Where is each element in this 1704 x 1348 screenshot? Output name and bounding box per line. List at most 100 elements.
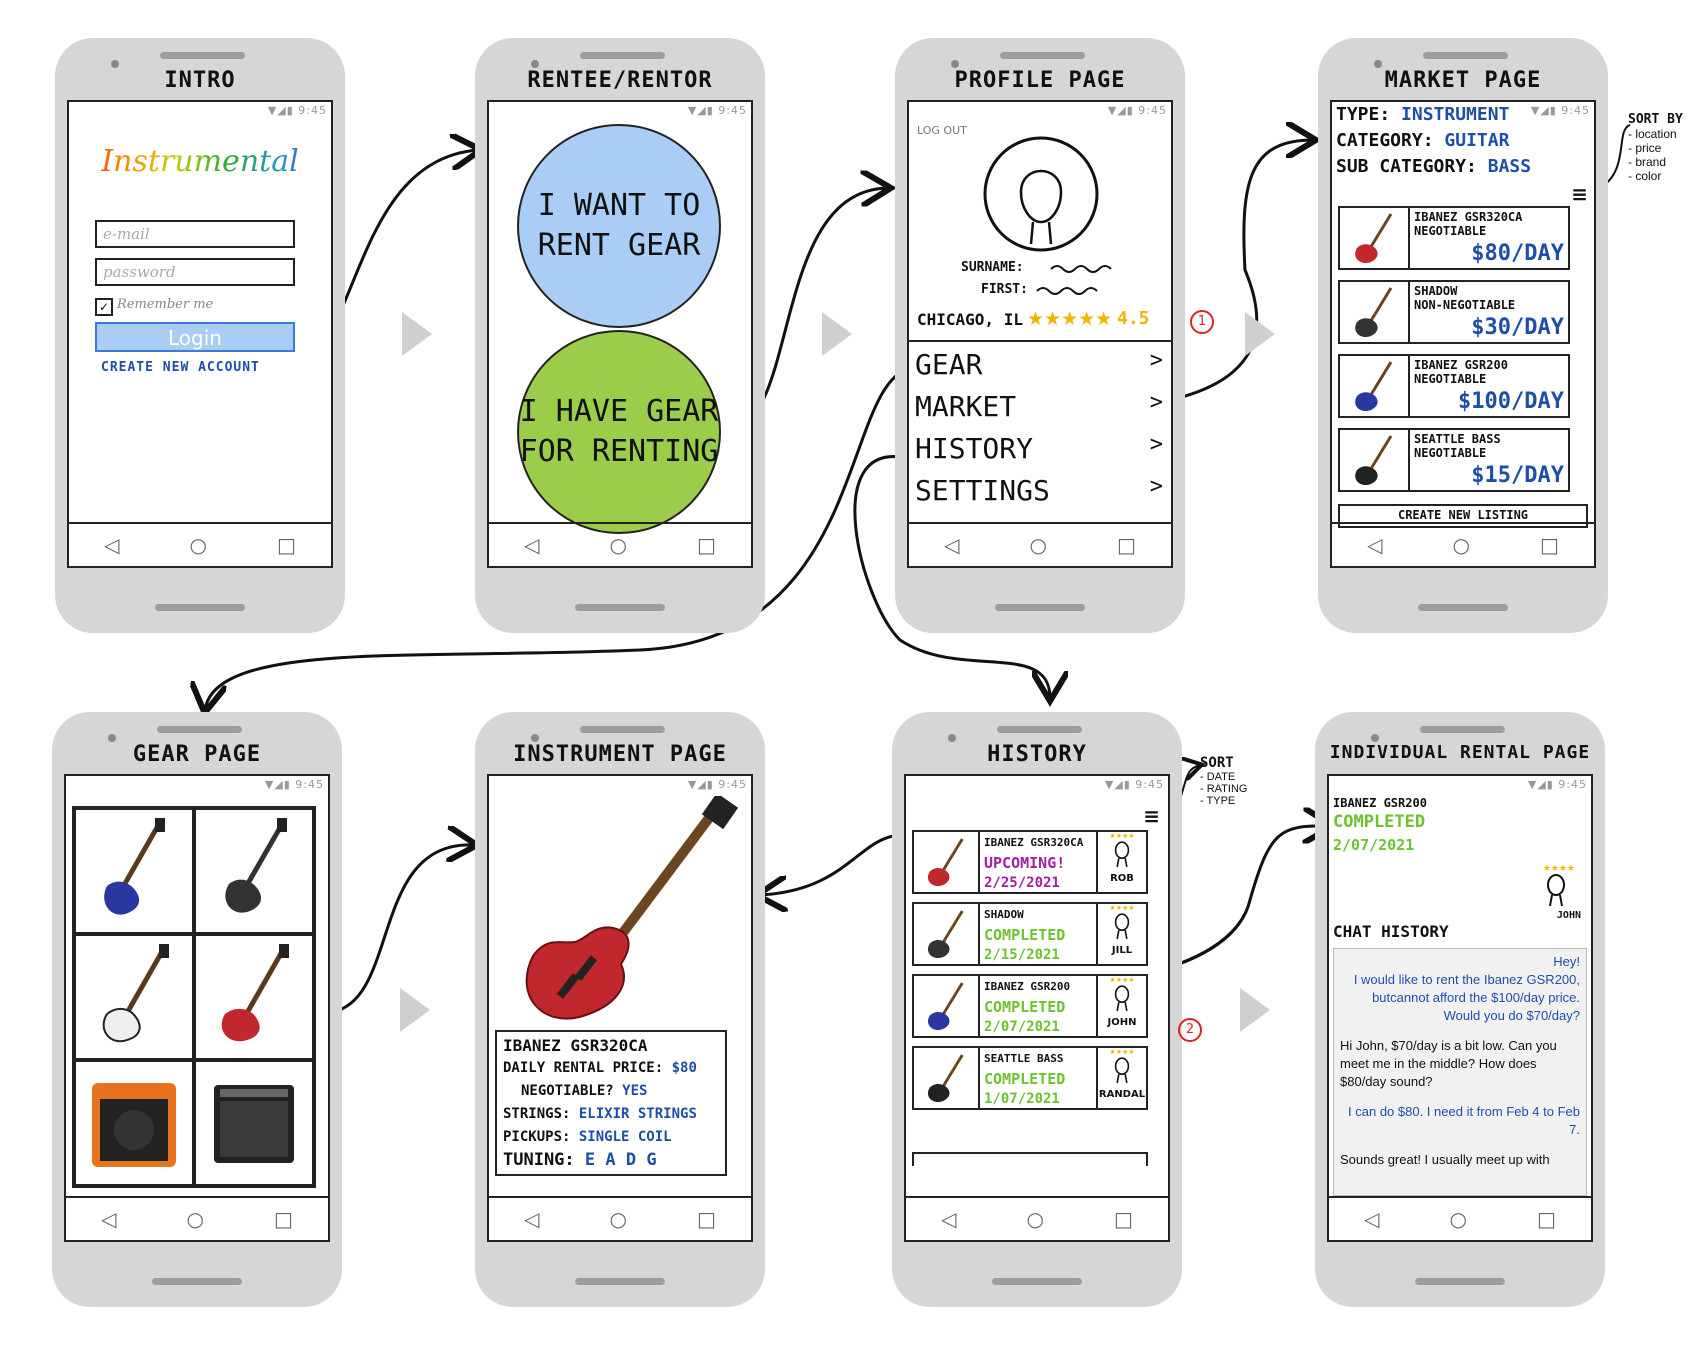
entry-name: IBANEZ GSR320CA <box>984 836 1084 849</box>
listing-terms: NEGOTIABLE <box>1414 372 1487 386</box>
gear-item[interactable] <box>74 808 194 934</box>
listing-price: $15/DAY <box>1471 463 1564 488</box>
menu-item-market[interactable]: MARKET> <box>915 390 1163 423</box>
home-icon[interactable]: ○ <box>1452 533 1470 557</box>
surname-scribble <box>1050 265 1112 273</box>
menu-item-history[interactable]: HISTORY> <box>915 432 1163 465</box>
login-button[interactable]: Login <box>95 322 295 352</box>
category-filter[interactable]: CATEGORY: GUITAR <box>1336 130 1510 151</box>
type-filter[interactable]: TYPE: INSTRUMENT <box>1336 104 1510 125</box>
phone-gear: GEAR PAGE ▼◢▮ 9:45 ◁○□ <box>52 712 342 1307</box>
rental-date: 2/07/2021 <box>1333 836 1415 854</box>
home-icon[interactable]: ○ <box>609 533 627 557</box>
strings-row: STRINGS: ELIXIR STRINGS <box>503 1106 697 1122</box>
subcategory-filter[interactable]: SUB CATEGORY: BASS <box>1336 156 1532 177</box>
gear-item[interactable] <box>74 1060 194 1186</box>
next-icon <box>822 312 852 356</box>
listing-terms: NEGOTIABLE <box>1414 446 1487 460</box>
listing-name: IBANEZ GSR200 <box>1414 358 1508 372</box>
listing-terms: NON-NEGOTIABLE <box>1414 298 1516 312</box>
back-icon[interactable]: ◁ <box>524 1207 540 1231</box>
create-listing-button[interactable]: CREATE NEW LISTING <box>1338 504 1588 528</box>
listing-terms: NEGOTIABLE <box>1414 224 1487 238</box>
back-icon[interactable]: ◁ <box>101 1207 117 1231</box>
back-icon[interactable]: ◁ <box>104 533 120 557</box>
home-icon[interactable]: ○ <box>609 1207 627 1231</box>
bass-guitar-icon <box>225 818 287 913</box>
recents-icon[interactable]: □ <box>1540 533 1559 557</box>
instrument-name: IBANEZ GSR320CA <box>503 1036 648 1055</box>
status-bar: ▼◢▮ 9:45 <box>687 778 747 791</box>
recents-icon[interactable]: □ <box>697 533 716 557</box>
bass-thumbnail-icon <box>914 976 980 1036</box>
annotation-marker-2: 2 <box>1178 1018 1202 1042</box>
chevron-right-icon: > <box>1149 348 1163 373</box>
home-icon[interactable]: ○ <box>189 533 207 557</box>
rental-status: COMPLETED <box>1333 812 1426 832</box>
back-icon[interactable]: ◁ <box>1364 1207 1380 1231</box>
user-avatar <box>1114 913 1130 940</box>
bass-guitar-icon <box>102 944 169 1043</box>
create-account-link[interactable]: CREATE NEW ACCOUNT <box>101 360 260 375</box>
recents-icon[interactable]: □ <box>277 533 296 557</box>
sort-menu-icon[interactable]: ≡ <box>1143 804 1160 828</box>
menu-item-settings[interactable]: SETTINGS> <box>915 474 1163 507</box>
user-rating-stars: ★★★★ <box>1109 904 1135 912</box>
logout-link[interactable]: LOG OUT <box>917 124 967 137</box>
user-rating-stars: ★★★★ <box>1542 864 1575 874</box>
user-avatar <box>1114 1057 1130 1084</box>
remember-checkbox[interactable]: ✓ <box>95 298 113 316</box>
have-gear-button[interactable]: I HAVE GEAR FOR RENTING <box>517 330 721 534</box>
bass-thumbnail-icon <box>1340 356 1410 416</box>
profile-screen: ▼◢▮ 9:45 LOG OUT SURNAME: FIRST: CHICAGO… <box>907 100 1173 568</box>
recents-icon[interactable]: □ <box>1114 1207 1133 1231</box>
gear-item[interactable] <box>194 808 314 934</box>
email-field[interactable]: e-mail <box>95 220 295 248</box>
next-icon <box>1240 988 1270 1032</box>
entry-name: SEATTLE BASS <box>984 1052 1064 1065</box>
home-icon[interactable]: ○ <box>1029 533 1047 557</box>
market-sort-note: SORT BY - location - price - brand - col… <box>1628 112 1683 183</box>
instrument-screen: ▼◢▮ 9:45 IBANEZ GSR320CA DAILY RENTAL PR… <box>487 774 753 1242</box>
rent-gear-button[interactable]: I WANT TO RENT GEAR <box>517 124 721 328</box>
home-icon[interactable]: ○ <box>1026 1207 1044 1231</box>
avatar <box>983 136 1099 252</box>
menu-item-gear[interactable]: GEAR> <box>915 348 1163 381</box>
recents-icon[interactable]: □ <box>1537 1207 1556 1231</box>
home-icon[interactable]: ○ <box>1449 1207 1467 1231</box>
recents-icon[interactable]: □ <box>274 1207 293 1231</box>
bass-thumbnail-icon <box>914 1048 980 1108</box>
screen-title: INDIVIDUAL RENTAL PAGE <box>1329 742 1591 763</box>
back-icon[interactable]: ◁ <box>1367 533 1383 557</box>
back-icon[interactable]: ◁ <box>941 1207 957 1231</box>
listing-price: $80/DAY <box>1471 241 1564 266</box>
gear-item[interactable] <box>74 934 194 1060</box>
phone-profile: PROFILE PAGE ▼◢▮ 9:45 LOG OUT SURNAME: F… <box>895 38 1185 633</box>
android-navbar: ◁ ○ □ <box>1332 522 1594 566</box>
gear-grid <box>72 806 316 1188</box>
sort-menu-icon[interactable]: ≡ <box>1571 182 1588 206</box>
entry-name: IBANEZ GSR200 <box>984 980 1071 993</box>
recents-icon[interactable]: □ <box>697 1207 716 1231</box>
tuning-row: TUNING: E A D G <box>503 1150 657 1170</box>
chat-message-received: Sounds great! I usually meet up with <box>1340 1152 1550 1167</box>
sort-title: SORT BY <box>1628 112 1683 127</box>
home-icon[interactable]: ○ <box>186 1207 204 1231</box>
back-icon[interactable]: ◁ <box>944 533 960 557</box>
back-icon[interactable]: ◁ <box>524 533 540 557</box>
recents-icon[interactable]: □ <box>1117 533 1136 557</box>
gear-item[interactable] <box>194 1060 314 1186</box>
gear-item[interactable] <box>194 934 314 1060</box>
gear-screen: ▼◢▮ 9:45 ◁○□ <box>64 774 330 1242</box>
password-field[interactable]: password <box>95 258 295 286</box>
